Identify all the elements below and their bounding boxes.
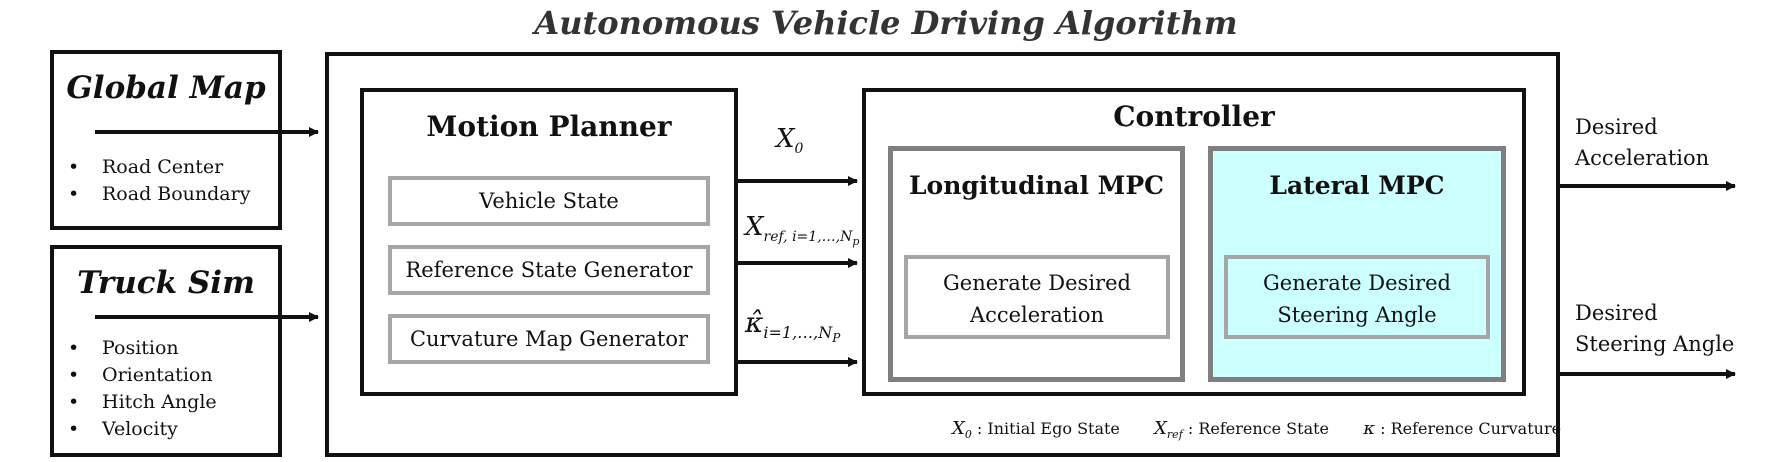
global-map-list: Road Center Road Boundary [58, 154, 278, 208]
truck-sim-title: Truck Sim [77, 265, 255, 301]
generate-steering-module: Generate Desired Steering Angle [1224, 255, 1490, 339]
vehicle-state-module: Vehicle State [388, 176, 710, 226]
kappa-label: κ̂i=1,…,NP [745, 306, 840, 345]
lateral-mpc-box: Lateral MPC Generate Desired Steering An… [1208, 146, 1506, 382]
module-line: Generate Desired [1263, 271, 1451, 295]
xref-symbol: X [745, 212, 764, 242]
output-line: Steering Angle [1575, 332, 1735, 356]
legend-x0-sub: 0 [964, 428, 972, 442]
module-line: Generate Desired [943, 271, 1131, 295]
motion-planner-title: Motion Planner [426, 110, 672, 143]
list-item: Road Boundary [58, 181, 278, 208]
module-line: Acceleration [969, 303, 1105, 327]
list-item: Road Center [58, 154, 278, 181]
legend-xref-symbol: X [1154, 418, 1167, 439]
legend-kappa-symbol: κ [1363, 418, 1376, 439]
xref-label: Xref, i=1,…,Np [745, 212, 859, 248]
legend: X0 : Initial Ego State Xref : Reference … [952, 418, 1561, 441]
output-line: Desired [1575, 115, 1658, 139]
reference-state-generator-module: Reference State Generator [388, 245, 710, 295]
x0-symbol: X [776, 124, 795, 154]
longitudinal-mpc-title: Longitudinal MPC [908, 171, 1165, 200]
output-line: Acceleration [1575, 146, 1710, 170]
motion-planner-box: Motion Planner Vehicle State Reference S… [360, 88, 738, 396]
truck-sim-box: Truck Sim Position Orientation Hitch Ang… [50, 245, 282, 457]
list-item: Velocity [58, 416, 278, 443]
kappa-symbol: κ̂ [745, 306, 764, 339]
controller-box: Controller Longitudinal MPC Generate Des… [862, 88, 1526, 396]
xref-subscript-text: ref, i=1,…,N [763, 229, 853, 246]
x0-label: X0 [776, 124, 803, 157]
list-item: Orientation [58, 362, 278, 389]
global-map-box: Global Map Road Center Road Boundary [50, 50, 282, 230]
diagram-title: Autonomous Vehicle Driving Algorithm [534, 4, 1238, 42]
kappa-subsub: P [832, 331, 841, 346]
list-item: Position [58, 335, 278, 362]
legend-kappa-text: : Reference Curvature [1380, 419, 1562, 438]
kappa-subscript: i=1,…,NP [763, 323, 841, 346]
xref-subscript: ref, i=1,…,Np [763, 229, 860, 248]
module-line: Steering Angle [1277, 303, 1437, 327]
truck-sim-list: Position Orientation Hitch Angle Velocit… [58, 335, 278, 443]
legend-xref-sub: ref [1166, 428, 1183, 442]
list-item: Hitch Angle [58, 389, 278, 416]
desired-steering-label: Desired Steering Angle [1575, 298, 1734, 360]
legend-x0-symbol: X [952, 418, 965, 439]
lateral-mpc-title: Lateral MPC [1269, 171, 1445, 200]
legend-xref-text: : Reference State [1187, 419, 1330, 438]
legend-x0-text: : Initial Ego State [976, 419, 1120, 438]
desired-acceleration-label: Desired Acceleration [1575, 112, 1709, 174]
generate-acceleration-module: Generate Desired Acceleration [904, 255, 1170, 339]
controller-title: Controller [1113, 100, 1275, 133]
global-map-title: Global Map [66, 70, 266, 106]
curvature-map-generator-module: Curvature Map Generator [388, 314, 710, 364]
xref-subsub: p [852, 234, 860, 248]
x0-subscript: 0 [794, 141, 804, 158]
kappa-subscript-text: i=1,…,N [763, 323, 833, 343]
output-line: Desired [1575, 301, 1658, 325]
longitudinal-mpc-box: Longitudinal MPC Generate Desired Accele… [888, 146, 1185, 382]
